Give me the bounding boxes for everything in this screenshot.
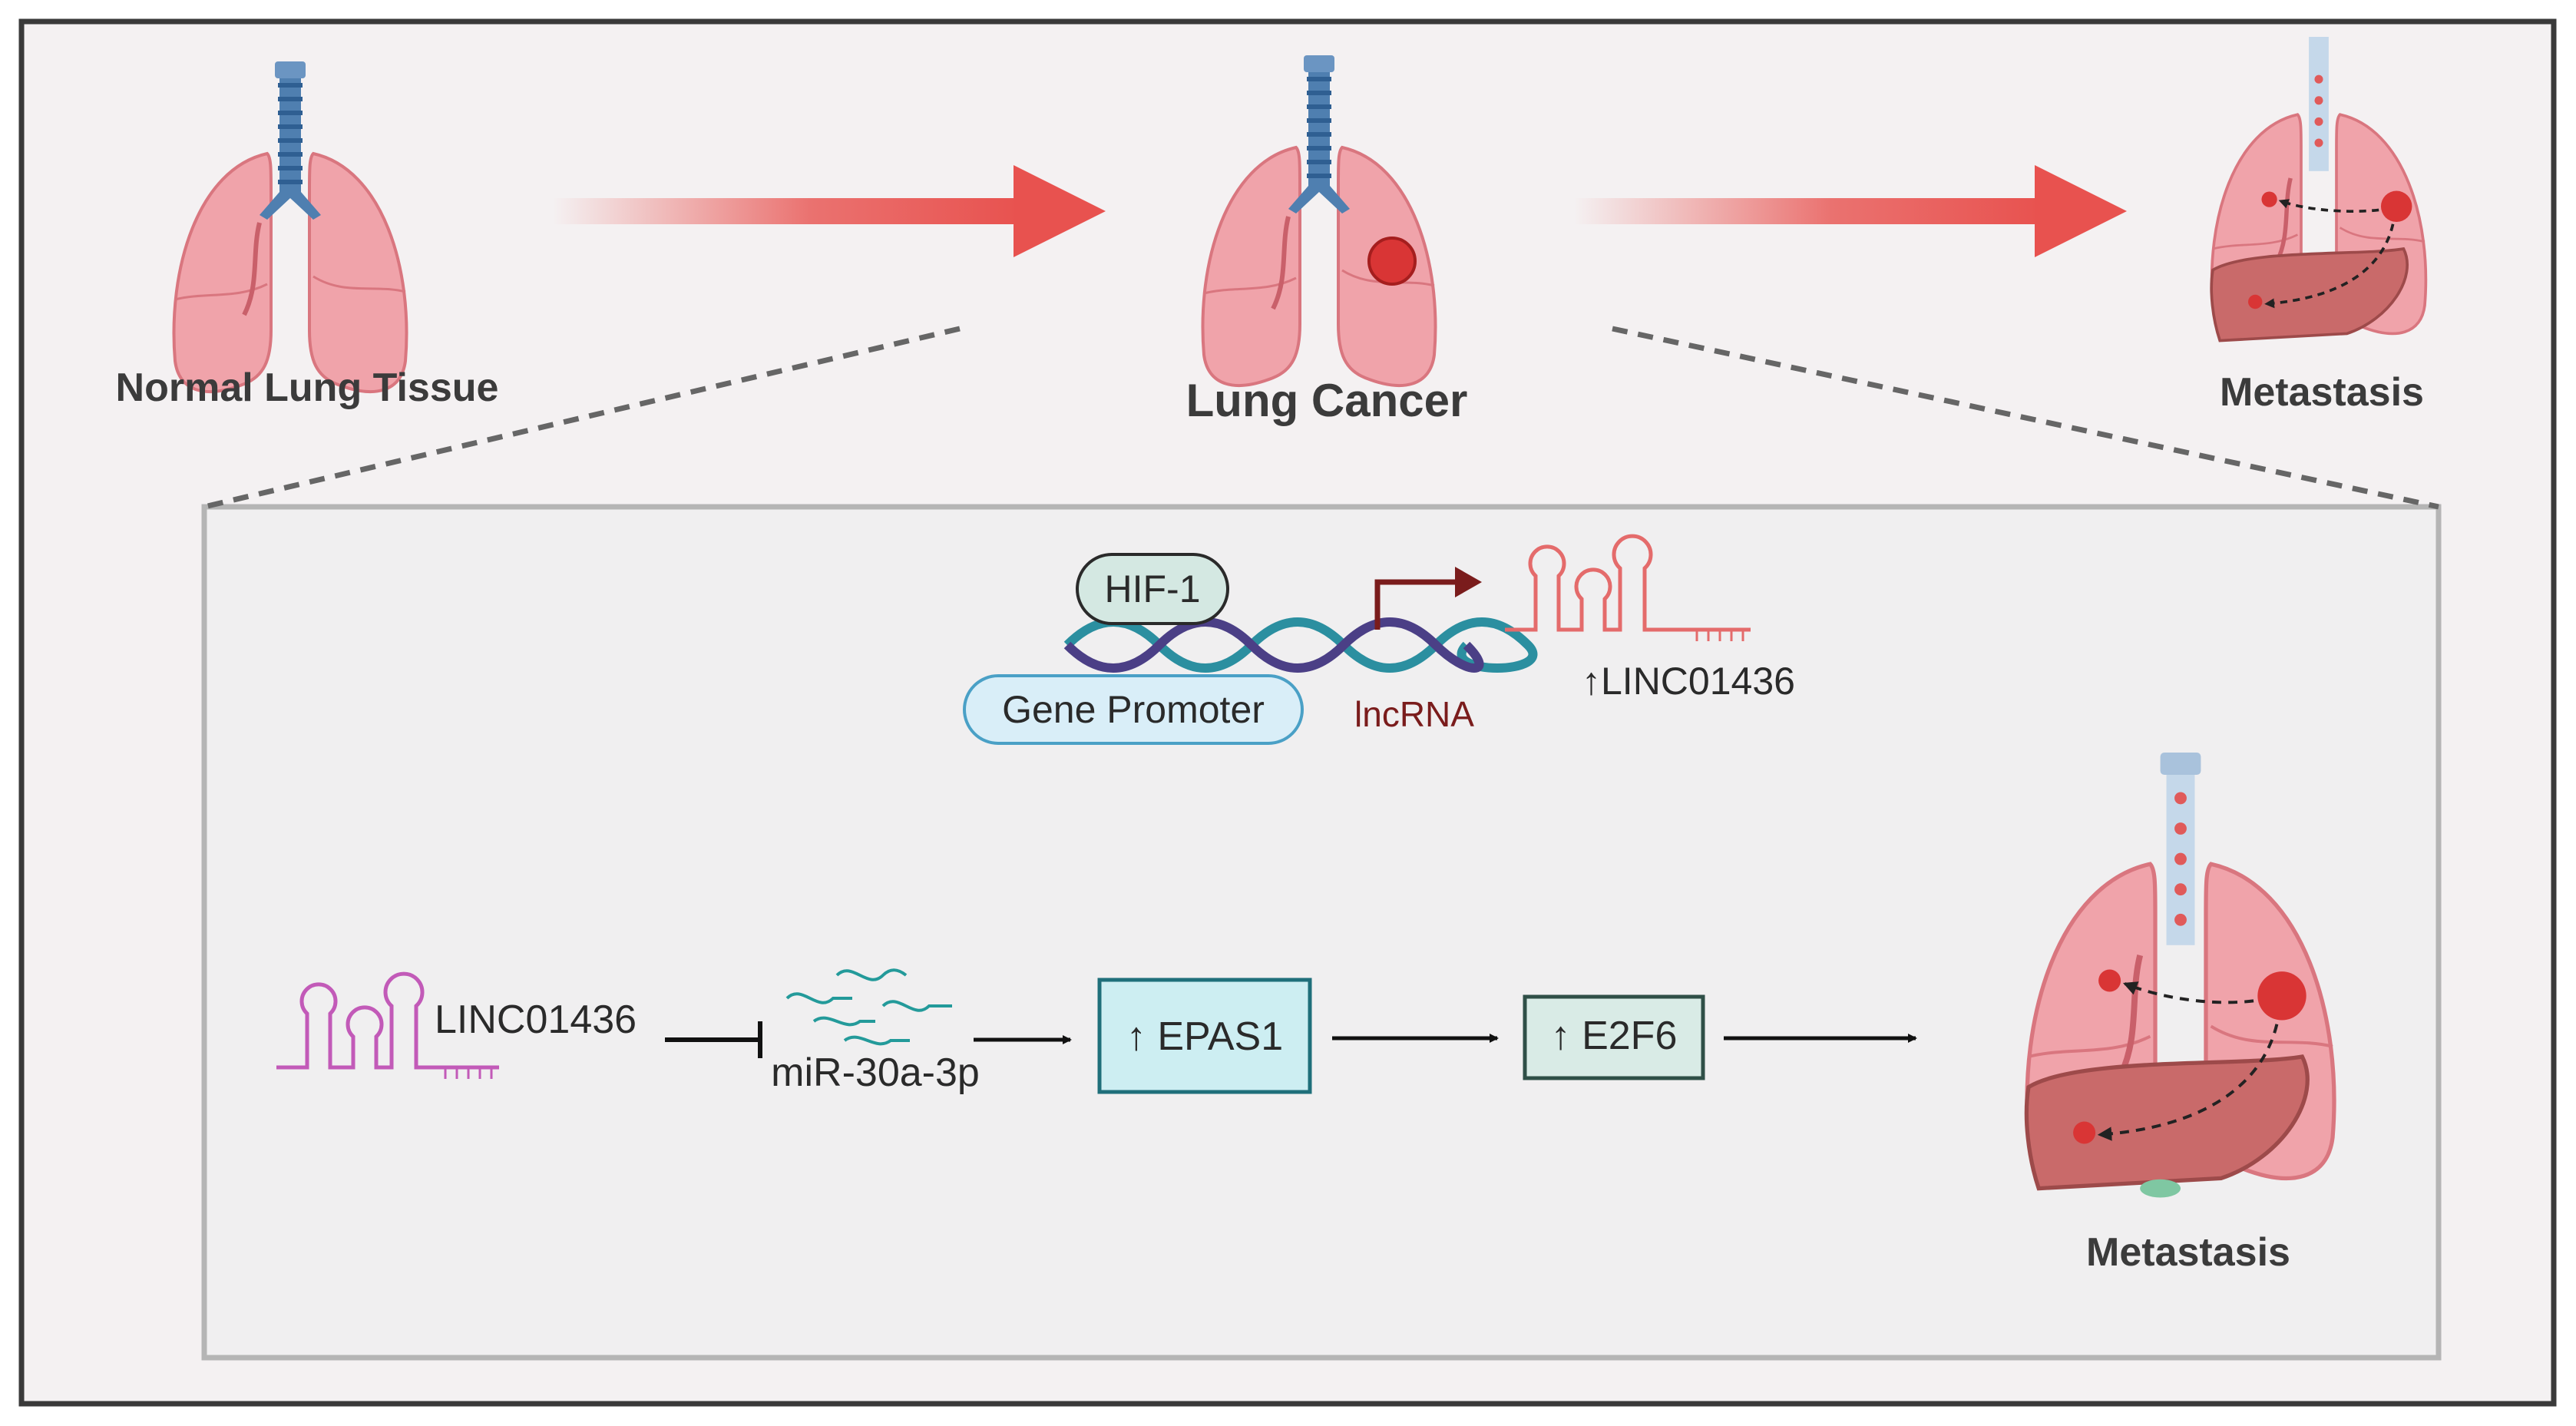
- lncrna-hairpin-icon: [1505, 534, 1751, 641]
- tumor-icon: [1367, 237, 1417, 286]
- primary-tumor-icon: [2257, 971, 2306, 1021]
- progression-arrow-1: [553, 165, 1106, 257]
- label-lung-cancer: Lung Cancer: [1186, 375, 1468, 426]
- liver-icon: [2210, 246, 2409, 342]
- epas1-box: ↑ EPAS1: [1097, 978, 1312, 1094]
- metastasis-icon-large: [2024, 753, 2334, 1198]
- transcription-start-arrow: [1374, 567, 1482, 630]
- mirna-cluster-icon: [785, 968, 952, 1046]
- linc01436-up-label: ↑LINC01436: [1582, 660, 1795, 703]
- hif1-badge: HIF-1: [1076, 553, 1229, 625]
- label-metastasis-top: Metastasis: [2220, 370, 2424, 415]
- linc01436-label: LINC01436: [435, 998, 637, 1042]
- label-normal-lung: Normal Lung Tissue: [116, 366, 499, 410]
- gene-promoter-label: Gene Promoter: [1002, 688, 1265, 731]
- e2f6-label: ↑ E2F6: [1551, 1014, 1678, 1058]
- dna-helix: [1063, 617, 1538, 673]
- progression-arrow-2: [1574, 165, 2127, 257]
- e2f6-box: ↑ E2F6: [1523, 994, 1705, 1080]
- mir-label: miR-30a-3p: [771, 1050, 980, 1095]
- lung-cancer-icon: [1203, 55, 1436, 385]
- metastasis-icon-small: [2210, 37, 2426, 342]
- label-metastasis-bottom: Metastasis: [2086, 1230, 2290, 1275]
- liver-icon-large: [2024, 1054, 2310, 1191]
- gene-promoter-badge: Gene Promoter: [963, 674, 1304, 745]
- hif1-label: HIF-1: [1105, 567, 1201, 610]
- linc01436-hairpin-icon: [276, 971, 499, 1079]
- epas1-label: ↑ EPAS1: [1126, 1014, 1283, 1059]
- zoom-line-right: [1612, 326, 2439, 510]
- inhibition-arrow: [665, 1021, 762, 1058]
- lncrna-label: lncRNA: [1354, 694, 1474, 734]
